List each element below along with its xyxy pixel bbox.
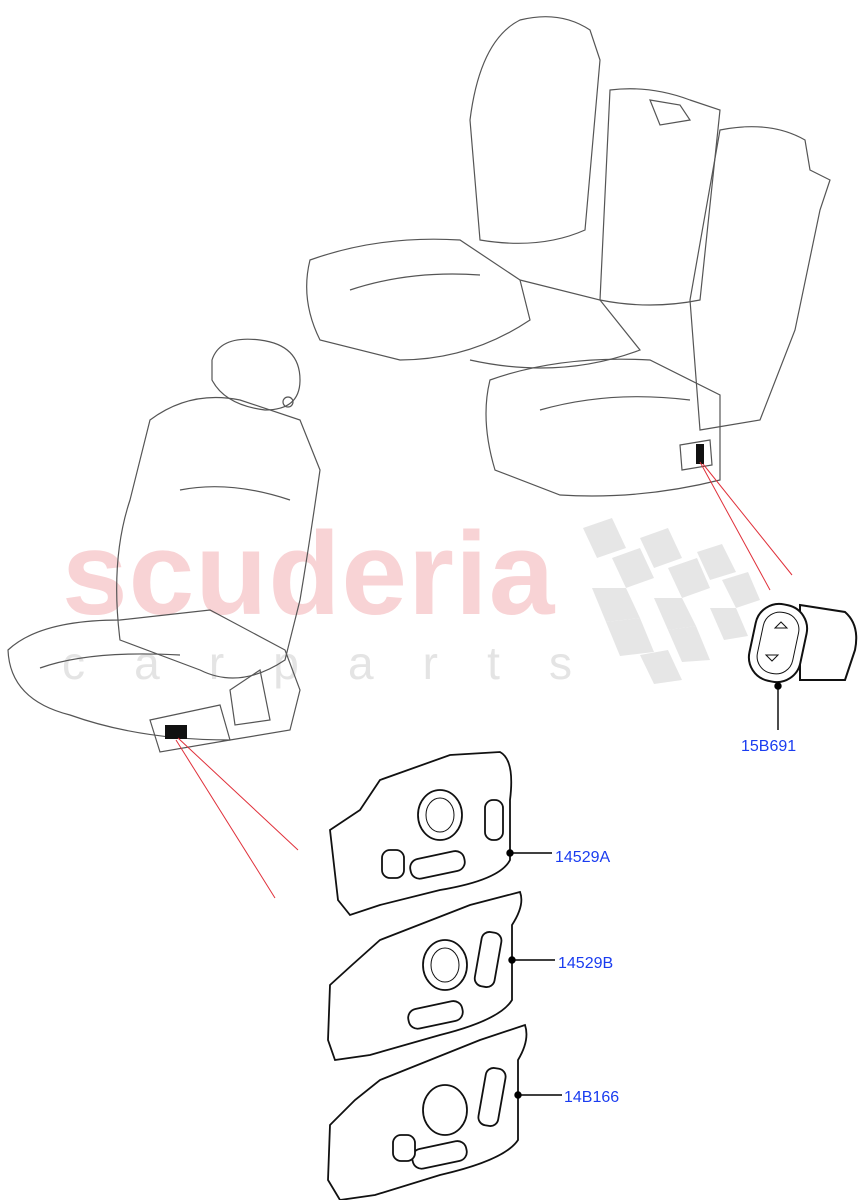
tagline-letter: a <box>347 637 374 689</box>
callout-14529B[interactable]: 14529B <box>558 955 614 972</box>
rear-seat-illustration <box>306 16 831 497</box>
tagline-letter: p <box>273 637 299 689</box>
front-seat-switch-14529B[interactable] <box>327 890 523 1061</box>
front-seat-switch-14529A[interactable] <box>329 751 513 917</box>
callout-15B691[interactable]: 15B691 <box>741 738 797 755</box>
callout-leaders <box>506 682 782 1099</box>
tagline-letter: s <box>548 637 572 689</box>
watermark-brand: scuderia <box>62 508 556 640</box>
tagline-letter: t <box>487 637 500 689</box>
checkered-flag-watermark <box>583 518 760 684</box>
rear-switch-location-marker <box>696 444 704 464</box>
tagline-letter: a <box>134 637 160 689</box>
front-seat-switch-14B166[interactable] <box>327 1023 528 1200</box>
callout-14529A[interactable]: 14529A <box>555 849 611 866</box>
tagline-letter: c <box>62 637 85 689</box>
rear-seat-switch-15B691[interactable] <box>744 599 858 686</box>
watermark-tagline: c a r p a r t s <box>62 640 572 686</box>
front-switch-location-marker <box>165 725 187 739</box>
tagline-letter: r <box>422 637 438 689</box>
pointer-lines <box>175 461 793 899</box>
front-seat-illustration <box>7 338 321 753</box>
callout-14B166[interactable]: 14B166 <box>564 1089 620 1106</box>
